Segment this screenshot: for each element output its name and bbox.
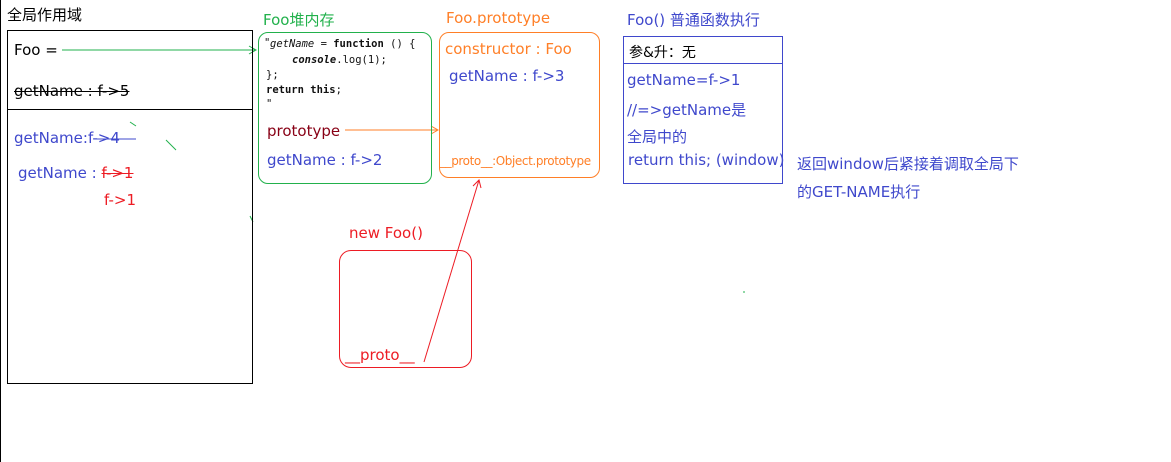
global-getname-1-prefix: getName :	[18, 164, 102, 182]
foo-heap-getname-2: getName : f->2	[267, 151, 383, 169]
global-getname-5: getName : f->5	[14, 82, 130, 100]
code-getname: getName	[270, 38, 315, 50]
global-getname-1-new: f->1	[104, 191, 136, 209]
code-console: console	[292, 54, 337, 66]
foo-heap-code-quote-2: "	[266, 98, 273, 110]
foo-heap-title: Foo堆内存	[263, 11, 335, 29]
foo-prototype-getname-3: getName : f->3	[449, 67, 565, 85]
foo-heap-code-line1: getName = function () {	[270, 38, 415, 50]
global-foo-label: Foo =	[14, 41, 58, 59]
foo-heap-code-line3: };	[266, 69, 279, 81]
foo-prototype-proto-label: __proto__:Object.prototype	[440, 154, 591, 168]
foo-prototype-constructor: constructor : Foo	[445, 40, 572, 58]
foo-exec-line1: getName=f->1	[627, 71, 741, 89]
new-foo-title: new Foo()	[349, 224, 423, 242]
foo-heap-code-line4: return this;	[266, 84, 342, 96]
foo-prototype-box	[439, 32, 600, 178]
foo-heap-code-quote: "	[264, 37, 271, 49]
global-scope-title: 全局作用域	[7, 6, 83, 24]
foo-exec-line2: //=>getName是	[627, 101, 747, 119]
foo-exec-line3: 全局中的	[627, 128, 688, 146]
stray-mark-2	[165, 139, 177, 151]
code-this-keyword: this	[310, 84, 336, 96]
foo-exec-box	[623, 36, 783, 184]
stray-mark-1	[129, 121, 137, 127]
foo-exec-title: Foo() 普通函数执行	[627, 11, 760, 29]
code-return-keyword: return	[266, 84, 304, 96]
foo-to-heap-arrowhead	[248, 45, 258, 55]
instance-proto-arrow	[423, 179, 480, 363]
foo-heap-box	[258, 32, 432, 184]
global-getname-4: getName:f->4	[14, 129, 120, 147]
foo-exec-line4: return this; (window)	[628, 151, 785, 169]
foo-exec-params: 参&升：无	[629, 45, 696, 61]
code-function-keyword: function	[333, 38, 384, 50]
code-assign: =	[314, 38, 334, 50]
note-line2: 的GET-NAME执行	[797, 183, 921, 201]
global-getname-1-struck: f->1	[101, 164, 134, 182]
foo-exec-divider	[623, 63, 783, 64]
note-line1: 返回window后紧接着调取全局下	[797, 155, 1019, 173]
prototype-arrowhead	[430, 125, 440, 135]
new-foo-proto-label: __proto__	[345, 346, 415, 364]
code-open-brace: () {	[383, 38, 416, 50]
instance-proto-arrowhead	[472, 179, 482, 189]
new-foo-box	[339, 250, 472, 368]
foo-heap-prototype-label: prototype	[267, 122, 341, 140]
global-getname-1: getName : f->1	[18, 164, 133, 182]
global-scope-box	[7, 30, 253, 384]
foo-prototype-title: Foo.prototype	[446, 9, 551, 27]
foo-heap-code-line2: console.log(1);	[292, 54, 387, 66]
code-log: .log(1);	[336, 54, 387, 66]
code-semicolon: ;	[335, 84, 342, 96]
global-scope-divider	[7, 109, 253, 110]
